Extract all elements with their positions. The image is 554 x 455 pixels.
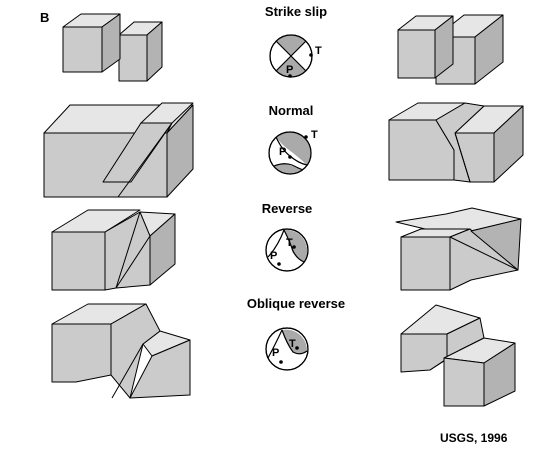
credit-label: USGS, 1996 bbox=[440, 431, 508, 445]
strike-slip-after-block bbox=[397, 14, 504, 85]
reverse-before-block bbox=[51, 209, 176, 291]
normal-beachball bbox=[268, 131, 312, 175]
panel-label: B bbox=[40, 10, 49, 25]
oblique-reverse-title: Oblique reverse bbox=[247, 296, 345, 311]
normal-before-block bbox=[43, 102, 194, 198]
strike-slip-before-block bbox=[62, 13, 163, 82]
reverse-beachball bbox=[265, 228, 309, 272]
oblique-reverse-p-label: P bbox=[272, 347, 279, 359]
normal-t-label: T bbox=[311, 129, 318, 141]
reverse-title: Reverse bbox=[262, 201, 313, 216]
normal-title: Normal bbox=[269, 103, 314, 118]
strike-slip-p-label: P bbox=[286, 64, 293, 76]
reverse-after-block bbox=[395, 207, 522, 291]
reverse-t-label: T bbox=[286, 237, 293, 249]
oblique-reverse-after-block bbox=[400, 304, 516, 407]
strike-slip-title: Strike slip bbox=[265, 4, 327, 19]
strike-slip-beachball bbox=[269, 34, 313, 78]
reverse-p-label: P bbox=[270, 250, 277, 262]
normal-p-label: P bbox=[279, 146, 286, 158]
oblique-reverse-beachball bbox=[265, 327, 309, 371]
strike-slip-t-label: T bbox=[315, 45, 322, 57]
oblique-reverse-before-block bbox=[51, 303, 191, 399]
oblique-reverse-t-label: T bbox=[289, 338, 296, 350]
normal-after-block bbox=[388, 102, 524, 183]
